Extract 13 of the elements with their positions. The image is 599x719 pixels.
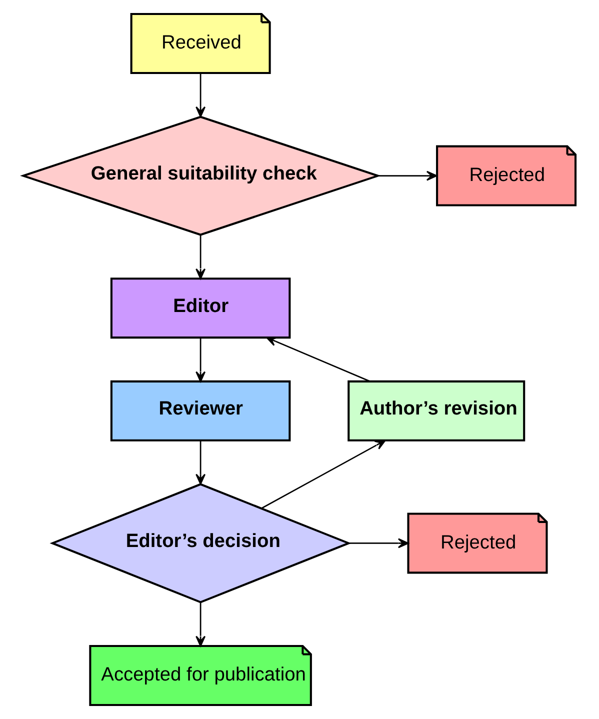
arrow (196, 602, 206, 647)
node-diamond: Editor’s decision (50, 483, 352, 604)
arrow (196, 235, 206, 280)
arrow (348, 538, 409, 548)
arrow (266, 336, 370, 382)
arrow (378, 170, 438, 181)
node-box: Author’s revision (348, 380, 526, 442)
node-box: Editor (110, 278, 291, 339)
arrow (196, 440, 206, 485)
arrow (196, 72, 206, 118)
arrow (261, 440, 386, 509)
node-box: Reviewer (110, 380, 291, 442)
arrow (196, 338, 206, 382)
